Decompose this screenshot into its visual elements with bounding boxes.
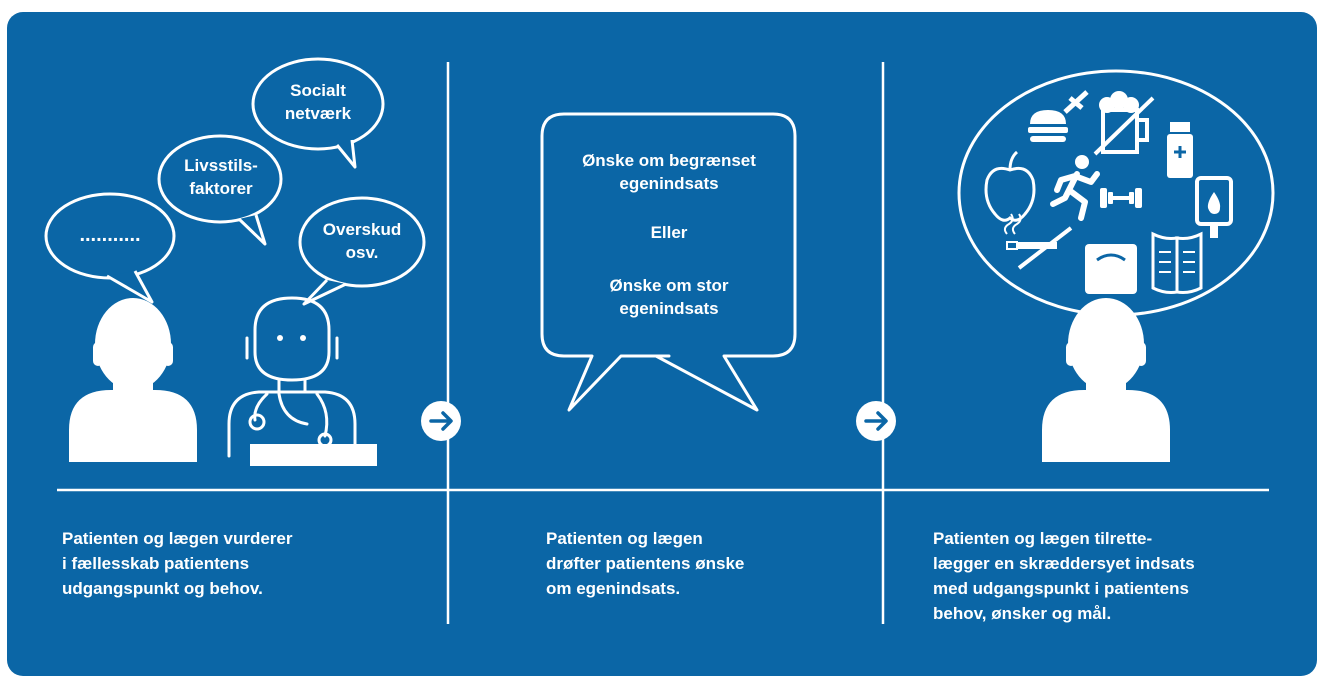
no-smoking-icon (1003, 213, 1073, 270)
speech-bubble-lifestyle-tail (237, 214, 267, 246)
speech-bubble-large (540, 112, 797, 412)
doctor-desk (250, 444, 377, 466)
dividers (57, 62, 1269, 624)
caption-step-3: Patienten og lægen tilrette- lægger en s… (933, 529, 1195, 623)
bubble-surplus-text: Overskud osv. (322, 220, 402, 262)
bubble-dots-text: ........... (79, 224, 141, 246)
arrow-right-icon (421, 401, 461, 441)
wish-large-text: Ønske om stor egenindsats (609, 276, 729, 318)
doctor-eye-left (277, 335, 283, 341)
glucose-meter-icon (1195, 176, 1233, 238)
patient-figure (69, 298, 197, 462)
bubble-social-text: Socialt netværk (284, 81, 352, 123)
pill-bottle-icon (1167, 122, 1193, 178)
speech-bubble-dots-tail (106, 270, 154, 304)
beer-crossed-icon (1093, 91, 1155, 156)
arrow-right-icon (856, 401, 896, 441)
speech-bubble-social-tail (335, 139, 357, 169)
speech-bubble-surplus-tail (302, 278, 347, 306)
wish-limited-text: Ønske om begrænset egenindsats (582, 151, 756, 193)
book-icon (1151, 231, 1203, 294)
doctor-eye-right (300, 335, 306, 341)
doctor-figure (227, 296, 357, 458)
caption-step-2: Patienten og lægen drøfter patientens øn… (546, 529, 745, 598)
runner-icon (1050, 155, 1100, 221)
dumbbell-icon (1100, 188, 1142, 208)
or-text: Eller (650, 223, 688, 242)
caption-step-1: Patienten og lægen vurderer i fællesskab… (62, 529, 293, 598)
infographic-art (44, 57, 1275, 624)
infographic-panel: ........... Livsstils- faktorer Socialt … (7, 12, 1317, 676)
speech-bubble-lifestyle (157, 134, 283, 224)
speech-bubble-surplus (298, 196, 426, 288)
patient-figure-2 (1042, 298, 1170, 462)
bubble-lifestyle-text: Livsstils- faktorer (184, 156, 258, 198)
scale-icon (1085, 244, 1137, 294)
apple-icon (984, 150, 1036, 222)
speech-bubble-social (251, 57, 385, 151)
burger-crossed-icon (1028, 90, 1089, 142)
